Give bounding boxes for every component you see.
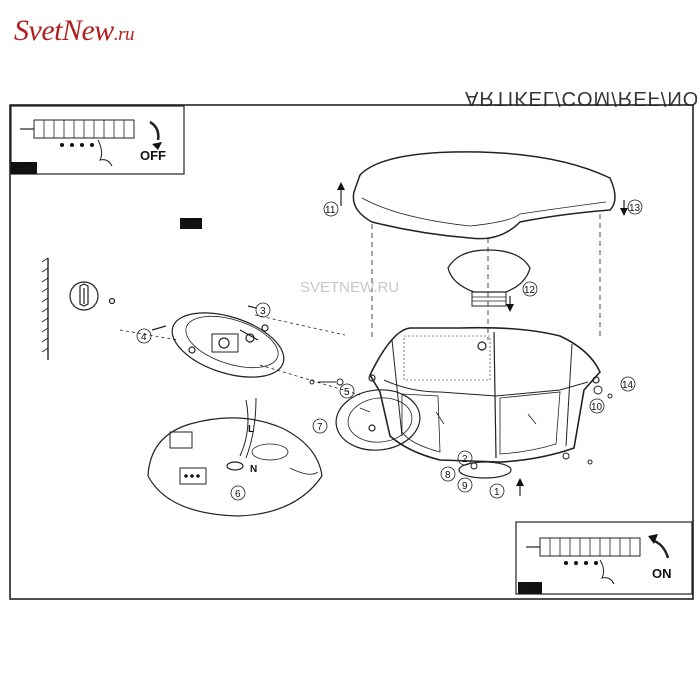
panel-b-letter: B: [187, 219, 194, 230]
part-14: 14: [622, 380, 634, 391]
screw-parts: [309, 378, 613, 470]
part-5: 5: [344, 387, 350, 398]
panel-c: C ON: [515, 521, 693, 595]
part-callouts: [136, 199, 643, 501]
part-1: 1: [494, 487, 500, 498]
bulb: [447, 249, 531, 307]
panel-c-letter: C: [525, 584, 532, 595]
lantern-body: [368, 326, 601, 479]
top-shade: [352, 151, 616, 240]
wiring-detail: L N: [147, 397, 323, 517]
diagram-frame: [9, 104, 694, 600]
wire-label-neutral: N: [250, 464, 257, 475]
panel-c-state: ON: [652, 566, 672, 581]
panel-a-state: OFF: [140, 148, 166, 163]
part-6: 6: [235, 489, 241, 500]
logo-main: SvetNew: [14, 14, 114, 47]
part-13: 13: [629, 203, 641, 214]
mounting-plate: [171, 312, 285, 378]
wall-hatch: [41, 257, 49, 360]
vertical-guides: [371, 214, 601, 340]
panel-a-letter: A: [19, 164, 26, 175]
part-2: 2: [462, 454, 468, 465]
panel-a: A OFF: [10, 105, 185, 175]
part-11: 11: [325, 205, 336, 216]
back-plate: [335, 389, 421, 451]
part-10: 10: [591, 402, 603, 413]
wall-plug-detail: [69, 281, 116, 311]
panel-b-label: B: [180, 218, 202, 230]
plate-guide-lines: [119, 314, 361, 396]
part-3: 3: [260, 306, 266, 317]
part-9: 9: [462, 481, 468, 492]
part-7: 7: [317, 422, 323, 433]
center-watermark: SVETNEW.RU: [300, 279, 399, 296]
part-8: 8: [445, 470, 451, 481]
part-4: 4: [141, 332, 147, 343]
wire-label-live: L: [248, 424, 254, 435]
part-12: 12: [524, 285, 536, 296]
logo-suffix: .ru: [113, 24, 135, 45]
svetnew-logo: SvetNew.ru: [14, 14, 134, 48]
arrows: [151, 182, 628, 496]
